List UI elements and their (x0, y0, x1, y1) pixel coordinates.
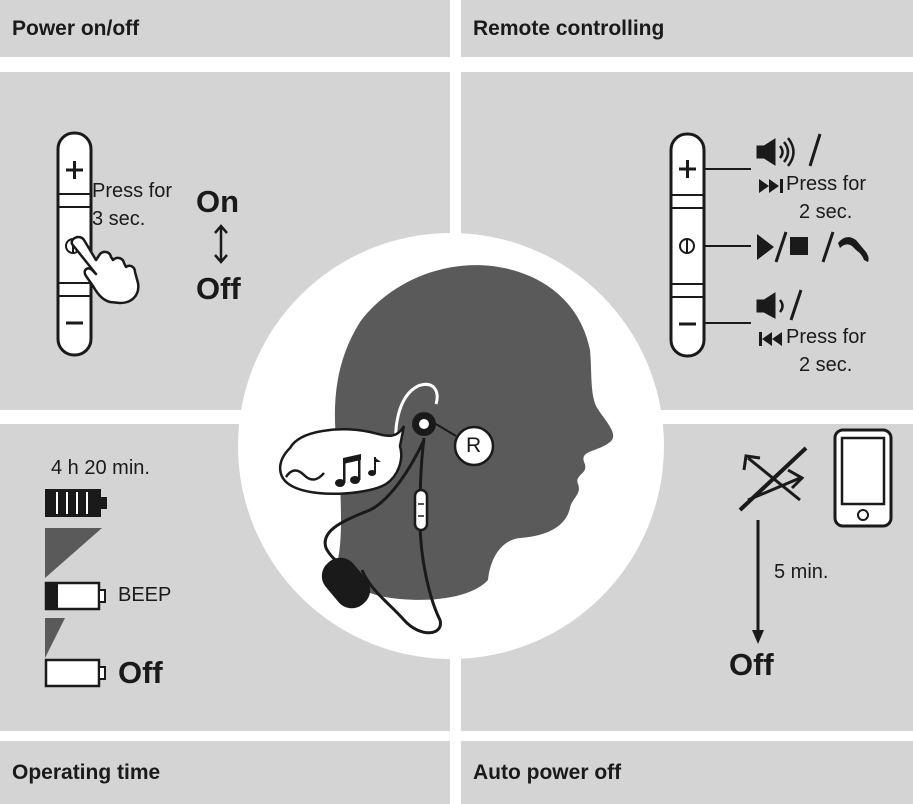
vol-down-press-text: Press for (786, 326, 867, 348)
music-sound-icon (284, 454, 381, 487)
next-track-icon (759, 179, 783, 193)
operating-time-value: 4 h 20 min. (51, 457, 150, 479)
beep-label: BEEP (118, 584, 172, 606)
vol-up-sec-text: 2 sec. (799, 201, 853, 223)
pressing-finger-icon (70, 235, 140, 305)
speech-bubble (279, 425, 406, 496)
no-connection-icon (738, 446, 808, 512)
header-operating-time: Operating time (0, 741, 450, 804)
call-icon (838, 237, 869, 262)
vol-up-press-text: Press for (786, 173, 867, 195)
slash-2 (821, 231, 835, 263)
inline-remote (413, 488, 429, 532)
vol-down-sec-text: 2 sec. (799, 354, 853, 376)
power-press-line1: Press for (92, 180, 173, 202)
volume-up-icon (756, 133, 822, 167)
battery-low-icon (44, 581, 106, 611)
header-remote-controlling: Remote controlling (461, 0, 913, 57)
header-auto-power-off: Auto power off (461, 741, 913, 804)
ear-r-label: R (466, 434, 482, 457)
slash-1 (774, 231, 788, 263)
previous-track-icon (759, 332, 782, 346)
stop-icon (790, 237, 808, 255)
auto-off-label: Off (729, 647, 774, 682)
operating-off-label: Off (118, 655, 163, 690)
battery-empty-icon (44, 658, 106, 688)
play-icon (757, 234, 774, 260)
battery-full-icon (45, 489, 107, 517)
smartphone-icon (833, 428, 893, 528)
power-press-line2: 3 sec. (92, 208, 146, 230)
volume-down-icon (756, 289, 803, 321)
auto-minutes-label: 5 min. (774, 561, 829, 583)
battery-pod (321, 557, 371, 609)
time-arrow-icon (752, 520, 764, 644)
drain-wedge-1 (45, 528, 102, 578)
on-off-arrow-icon (214, 224, 228, 264)
remote-control-icon (669, 132, 751, 358)
header-power-on-off: Power on/off (0, 0, 450, 57)
power-on-label: On (196, 184, 240, 219)
power-off-label: Off (196, 271, 241, 306)
drain-wedge-2 (45, 618, 65, 658)
earbud-icon (412, 412, 457, 437)
right-label-circle (453, 425, 495, 467)
